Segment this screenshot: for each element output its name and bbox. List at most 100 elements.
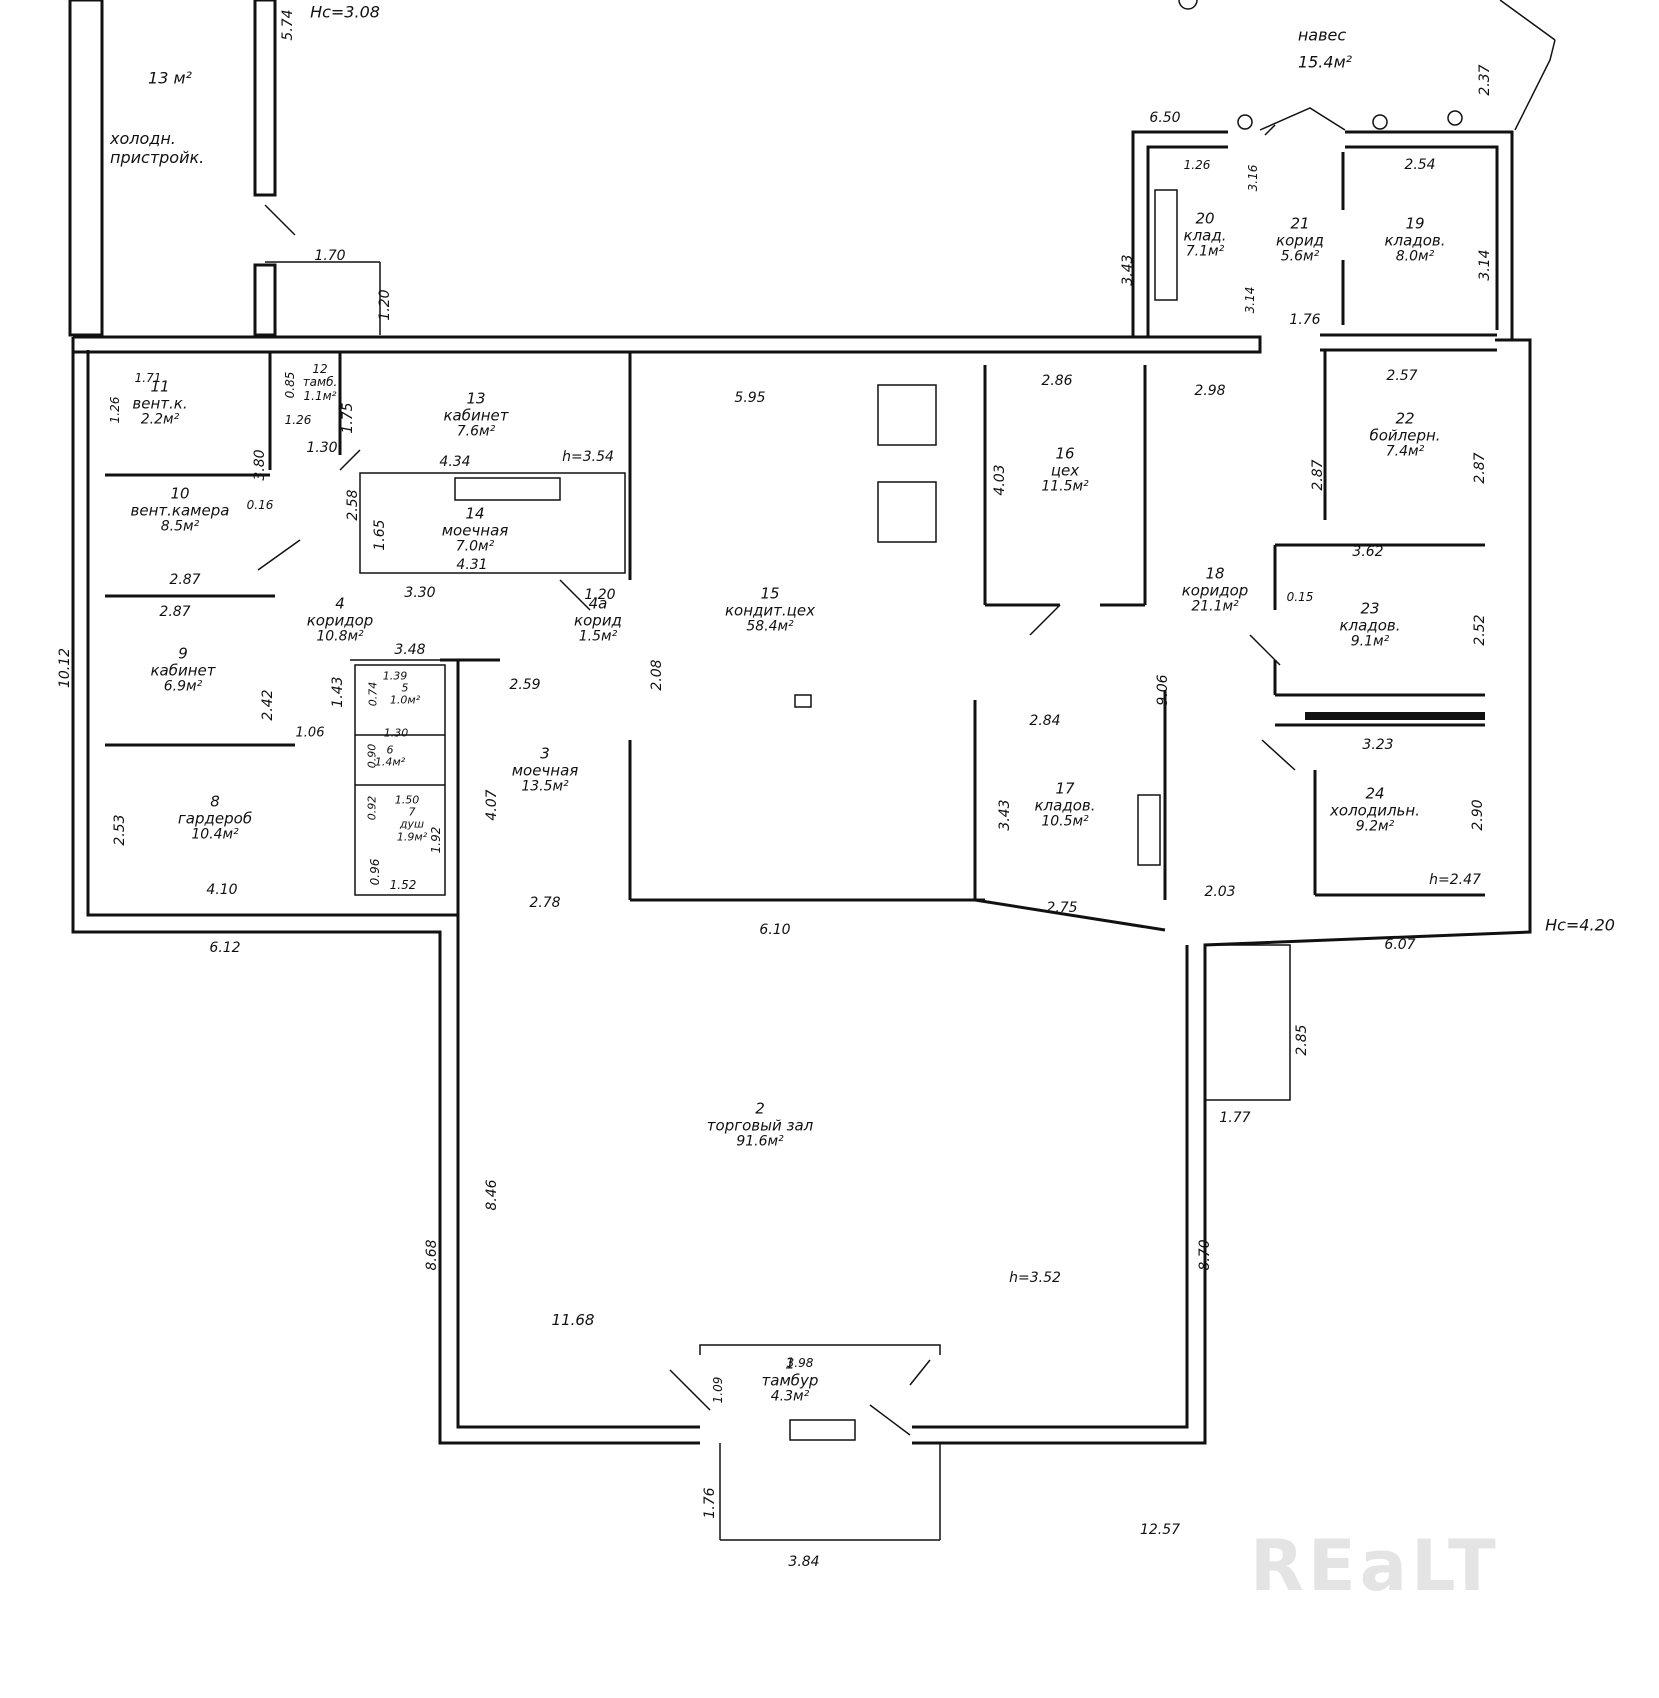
dim-label: 1.77 <box>1219 1110 1251 1126</box>
dim-label: 0.90 <box>365 743 379 769</box>
dim-label: 2.87 <box>169 572 201 588</box>
dim-label: 6.50 <box>1149 110 1181 126</box>
dim-label: 5.74 <box>280 9 296 41</box>
dim-label: 1.76 <box>1289 312 1321 328</box>
dim-label: 0.74 <box>366 681 380 707</box>
dim-label: 8.46 <box>484 1179 500 1211</box>
realt-watermark-logo: REaLT <box>1250 1525 1500 1607</box>
dim-label: 2.84 <box>1029 713 1061 729</box>
dim-label: 2.52 <box>1472 614 1488 646</box>
dim-label: 1.09 <box>711 1376 725 1404</box>
dim-label: 3.14 <box>1243 286 1257 314</box>
dim-label: 2.08 <box>649 659 665 691</box>
dim-label: 3.16 <box>1246 164 1260 192</box>
dim-label: 1.20 <box>584 587 616 603</box>
dim-label: 8.68 <box>424 1239 440 1271</box>
dim-label: 3.23 <box>1362 737 1394 753</box>
dim-label: 3.43 <box>1120 254 1136 286</box>
dim-label: 2.75 <box>1046 900 1078 916</box>
cold-annex-area: 13 м² <box>148 68 192 88</box>
height-room-24: h=2.47 <box>1429 872 1481 888</box>
dim-label: 1.52 <box>389 878 417 892</box>
dim-label: 3.48 <box>394 642 426 658</box>
dim-label: 10.12 <box>57 647 73 689</box>
dim-label: 2.87 <box>1310 459 1326 491</box>
dim-label: 8.70 <box>1197 1239 1213 1271</box>
height-room-15: h=3.54 <box>562 449 614 465</box>
dim-label: 0.16 <box>246 498 274 512</box>
dim-label: 4.03 <box>992 464 1008 496</box>
dim-label: 9.06 <box>1155 674 1171 706</box>
dim-label: 2.78 <box>529 895 561 911</box>
dim-label: 12.57 <box>1139 1522 1181 1538</box>
dim-label: 3.62 <box>1352 544 1384 560</box>
dim-label: 1.76 <box>702 1487 718 1519</box>
dim-label: 1.43 <box>330 676 346 708</box>
dim-label: 0.96 <box>368 858 382 886</box>
dim-label: 2.85 <box>1294 1024 1310 1056</box>
dim-label: 3.80 <box>252 449 268 481</box>
dim-label: 3.98 <box>786 1356 814 1370</box>
height-room-2: h=3.52 <box>1009 1270 1061 1286</box>
dim-label: 1.70 <box>314 248 346 264</box>
canopy-area: 15.4м² <box>1297 52 1353 72</box>
canopy-name: навес <box>1297 25 1347 45</box>
canopy-posts <box>1178 0 1463 130</box>
dim-label: 0.15 <box>1286 590 1314 604</box>
dim-label: 1.06 <box>295 725 325 741</box>
dim-label: 3.30 <box>404 585 436 601</box>
dim-label: 1.26 <box>1183 158 1211 172</box>
dim-label: 2.87 <box>1472 452 1488 484</box>
dim-label: 11.68 <box>551 1311 595 1329</box>
dim-label: 2.53 <box>112 814 128 846</box>
door-swings <box>257 124 1296 1436</box>
fixtures <box>454 189 1485 866</box>
dim-label: 2.86 <box>1041 373 1073 389</box>
dim-label: 1.92 <box>429 826 443 854</box>
dim-label: 2.98 <box>1194 383 1226 399</box>
dim-label: 1.26 <box>284 413 312 427</box>
dim-label: 1.65 <box>372 519 388 551</box>
dim-label: 1.39 <box>382 669 408 683</box>
height-left: Нс=3.08 <box>310 2 380 22</box>
dim-label: 4.07 <box>484 789 500 821</box>
dim-label: 2.87 <box>159 604 191 620</box>
dim-label: 2.90 <box>1470 799 1486 831</box>
dim-label: 6.12 <box>209 940 241 956</box>
dim-label: 1.50 <box>394 793 420 807</box>
dim-label: 1.30 <box>306 440 338 456</box>
dim-label: 0.85 <box>283 371 297 399</box>
dim-label: 1.30 <box>383 726 409 740</box>
outer-walls <box>71 0 1556 1445</box>
dim-label: 5.95 <box>734 390 766 406</box>
dim-label: 6.07 <box>1384 937 1416 953</box>
dim-label: 6.10 <box>759 922 791 938</box>
dim-label: 0.92 <box>365 795 379 821</box>
cold-annex-name: холодн. пристройк. <box>110 129 205 167</box>
dim-label: 1.71 <box>134 371 162 385</box>
interior-walls <box>105 152 1485 1541</box>
